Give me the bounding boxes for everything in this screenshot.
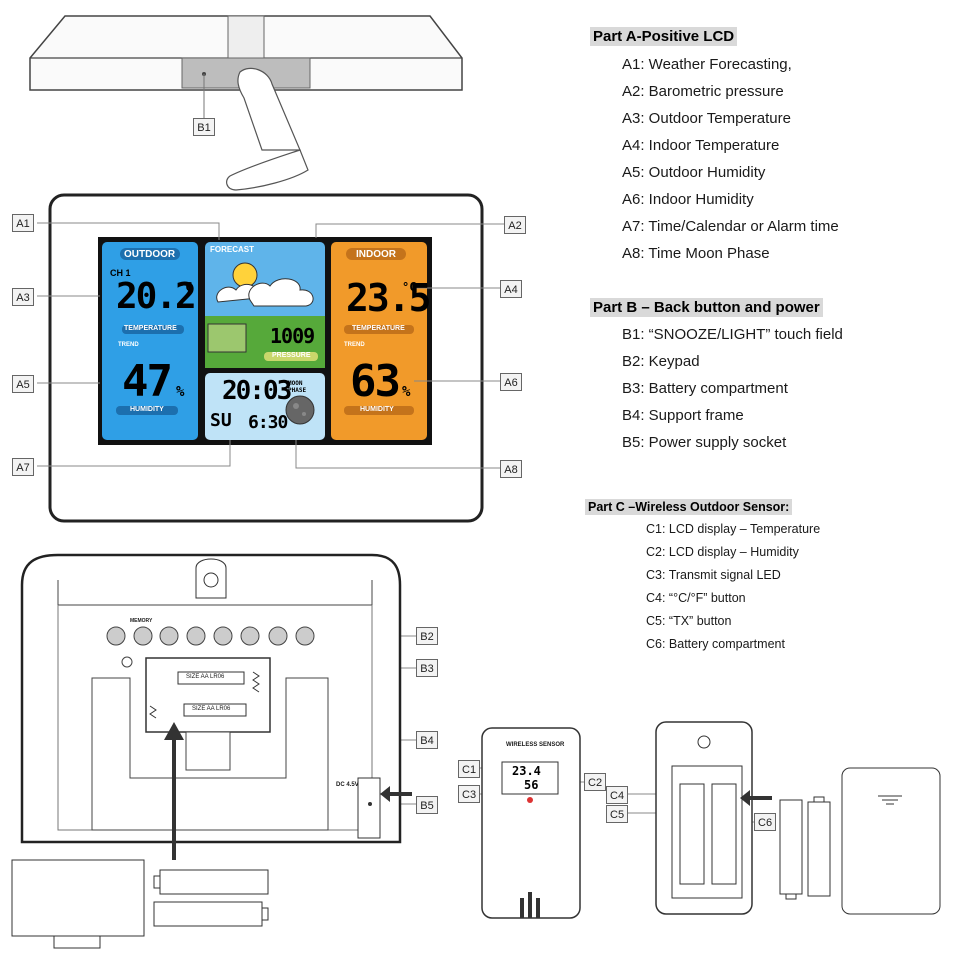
part-b-title: Part B – Back button and power [590,298,823,317]
station-back-view [20,553,402,844]
indoor-temp-unit: °C [402,280,417,294]
pressure-value: 1009 [270,324,315,348]
callout-b2: B2 [416,627,438,645]
plug-arrow [380,786,412,802]
time-value: 20:03 [222,376,292,406]
battery-label-1: SIZE AA LR06 [186,674,225,680]
callout-b5: B5 [416,796,438,814]
part-c-item: C2: LCD display – Humidity [646,545,799,559]
ch-label: CH 1 [110,268,131,278]
indoor-humidity: 63 [350,356,401,407]
indoor-label: INDOOR [356,249,396,260]
callout-c1: C1 [458,760,481,778]
alarm-value: 6:30 [248,412,288,433]
outdoor-trend-label: TREND [118,342,139,348]
part-a-item: A1: Weather Forecasting, [622,56,792,73]
part-a-item: A8: Time Moon Phase [622,245,770,262]
outdoor-label: OUTDOOR [124,249,176,260]
aa-batteries [153,869,269,927]
day-value: SU [210,410,232,431]
callout-a6: A6 [500,373,522,391]
keypad [106,626,315,646]
part-a-item: A3: Outdoor Temperature [622,110,791,127]
hand-illustration [226,67,309,191]
indoor-temperature-label: TEMPERATURE [352,325,405,332]
outdoor-humidity-label: HUMIDITY [130,406,164,413]
sensor-batteries [779,796,831,900]
callout-c5: C5 [606,805,629,823]
part-c-item: C5: “TX” button [646,614,732,628]
part-a-item: A4: Indoor Temperature [622,137,780,154]
part-a-title: Part A-Positive LCD [590,27,738,46]
part-c-title: Part C –Wireless Outdoor Sensor: [585,499,793,515]
battery-label-2: SIZE AA LR06 [192,706,231,712]
insert-arrow [164,722,184,860]
sensor-battery-cover [841,767,941,915]
callout-a8: A8 [500,460,522,478]
callout-b1: B1 [193,118,215,136]
indoor-humidity-label: HUMIDITY [360,406,394,413]
outdoor-panel [102,242,198,440]
callout-a1: A1 [12,214,34,232]
part-a-item: A6: Indoor Humidity [622,191,754,208]
callout-a4: A4 [500,280,522,298]
sensor-arrow [740,790,772,806]
part-b-item: B1: “SNOOZE/LIGHT” touch field [622,326,843,343]
outdoor-temp: 20.2 [116,276,197,317]
callout-c6: C6 [754,813,777,831]
part-c-item: C3: Transmit signal LED [646,568,781,582]
callout-c3: C3 [458,785,481,803]
outdoor-humidity-percent: % [176,384,185,400]
wireless-sensor [481,727,581,919]
outdoor-humidity: 47 [122,356,173,407]
callout-b3: B3 [416,659,438,677]
sensor-back-open [655,721,753,915]
part-b-item: B3: Battery compartment [622,380,788,397]
battery-cover [11,859,145,937]
dc-label: DC 4.5V [336,782,359,788]
indoor-panel [331,242,427,440]
indoor-humidity-percent: % [402,384,411,400]
sensor-humidity-value: 56 [524,778,539,792]
callout-a2: A2 [504,216,526,234]
indoor-trend-label: TREND [344,342,365,348]
pressure-label: PRESSURE [272,352,311,359]
part-b-item: B2: Keypad [622,353,700,370]
sensor-temp-value: 23.4 [512,764,541,778]
callout-a7: A7 [12,458,34,476]
moon-label: MOON PHASE [288,380,307,394]
part-b-item: B5: Power supply socket [622,434,787,451]
indoor-temp: 23.5 [346,276,432,320]
part-c-item: C6: Battery compartment [646,637,785,651]
forecast-label: FORECAST [210,245,254,254]
memory-label: MEMORY [130,618,153,624]
part-b-item: B4: Support frame [622,407,744,424]
part-a-item: A7: Time/Calendar or Alarm time [622,218,839,235]
callout-a3: A3 [12,288,34,306]
callout-b4: B4 [416,731,438,749]
callout-c4: C4 [606,786,629,804]
callout-c2: C2 [584,773,607,791]
part-c-item: C4: “°C/°F” button [646,591,746,605]
part-a-item: A5: Outdoor Humidity [622,164,766,181]
outdoor-temperature-label: TEMPERATURE [124,325,177,332]
part-c-item: C1: LCD display – Temperature [646,522,821,536]
sensor-title: WIRELESS SENSOR [506,742,565,748]
outdoor-temp-unit: °C [178,280,193,294]
callout-a5: A5 [12,375,34,393]
part-a-item: A2: Barometric pressure [622,83,784,100]
